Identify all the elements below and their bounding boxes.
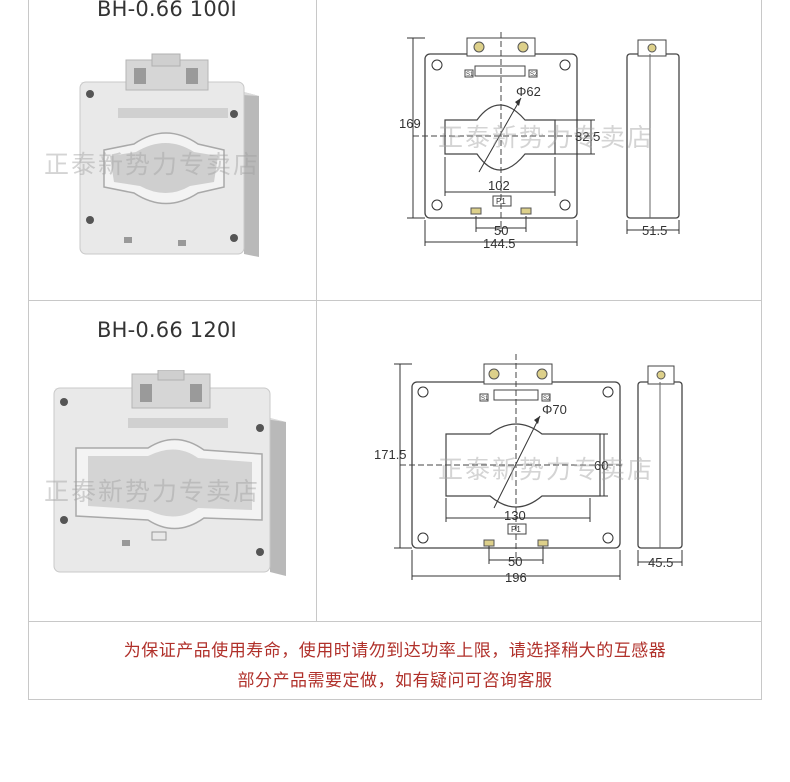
dim-width-120i: 196 xyxy=(505,570,527,585)
notice-line-2: 部分产品需要定做，如有疑问可咨询客服 xyxy=(237,671,553,691)
column-divider xyxy=(316,0,317,621)
mark-s2-120i: S2 xyxy=(543,396,551,402)
watermark-drawing-1: 正泰新势力专卖店 xyxy=(438,123,655,152)
mark-p1-100i: P1 xyxy=(496,197,506,206)
dimension-drawing-100i: 169 Φ62 32.5 102 50 144.5 S1 S2 P1 xyxy=(399,32,600,251)
product-photo-100i xyxy=(79,53,259,257)
dim-window-width-100i: 102 xyxy=(488,178,510,193)
dim-window-height-120i: 60 xyxy=(594,458,608,473)
watermark-drawing-2: 正泰新势力专卖店 xyxy=(438,455,655,484)
dim-bore-120i: Φ70 xyxy=(542,402,567,417)
mark-s1-120i: S1 xyxy=(481,396,489,402)
dimension-drawing-120i: 171.5 Φ70 60 130 50 196 S1 S2 P1 xyxy=(374,354,622,585)
mark-s1-100i: S1 xyxy=(466,72,474,78)
dim-height-120i: 171.5 xyxy=(374,447,407,462)
side-view-100i: 51.5 xyxy=(626,39,680,238)
dim-height-100i: 169 xyxy=(399,116,421,131)
side-view-120i: 45.5 xyxy=(637,365,683,570)
dim-depth-120i: 45.5 xyxy=(648,555,673,570)
dim-bolt-spacing-120i: 50 xyxy=(508,554,522,569)
watermark-photo-2: 正泰新势力专卖店 xyxy=(44,477,261,506)
notice-line-1: 为保证产品使用寿命，使用时请勿到达功率上限，请选择稍大的互感器 xyxy=(123,641,667,661)
watermark-photo-1: 正泰新势力专卖店 xyxy=(44,150,261,179)
mark-p1-120i: P1 xyxy=(511,525,521,534)
spec-table-frame xyxy=(28,0,762,700)
dim-width-100i: 144.5 xyxy=(483,236,516,251)
product-photo-120i xyxy=(53,370,286,576)
dim-window-height-100i: 32.5 xyxy=(575,129,600,144)
row-divider-1 xyxy=(28,300,762,301)
dim-depth-100i: 51.5 xyxy=(642,223,667,238)
model-title-100i: BH-0.66 100I xyxy=(97,0,237,21)
model-title-120i: BH-0.66 120I xyxy=(97,318,237,342)
row-divider-2 xyxy=(28,621,762,622)
dim-bolt-spacing-100i: 50 xyxy=(494,223,508,238)
mark-s2-100i: S2 xyxy=(530,72,538,78)
dim-window-width-120i: 130 xyxy=(504,508,526,523)
dim-bore-100i: Φ62 xyxy=(516,84,541,99)
